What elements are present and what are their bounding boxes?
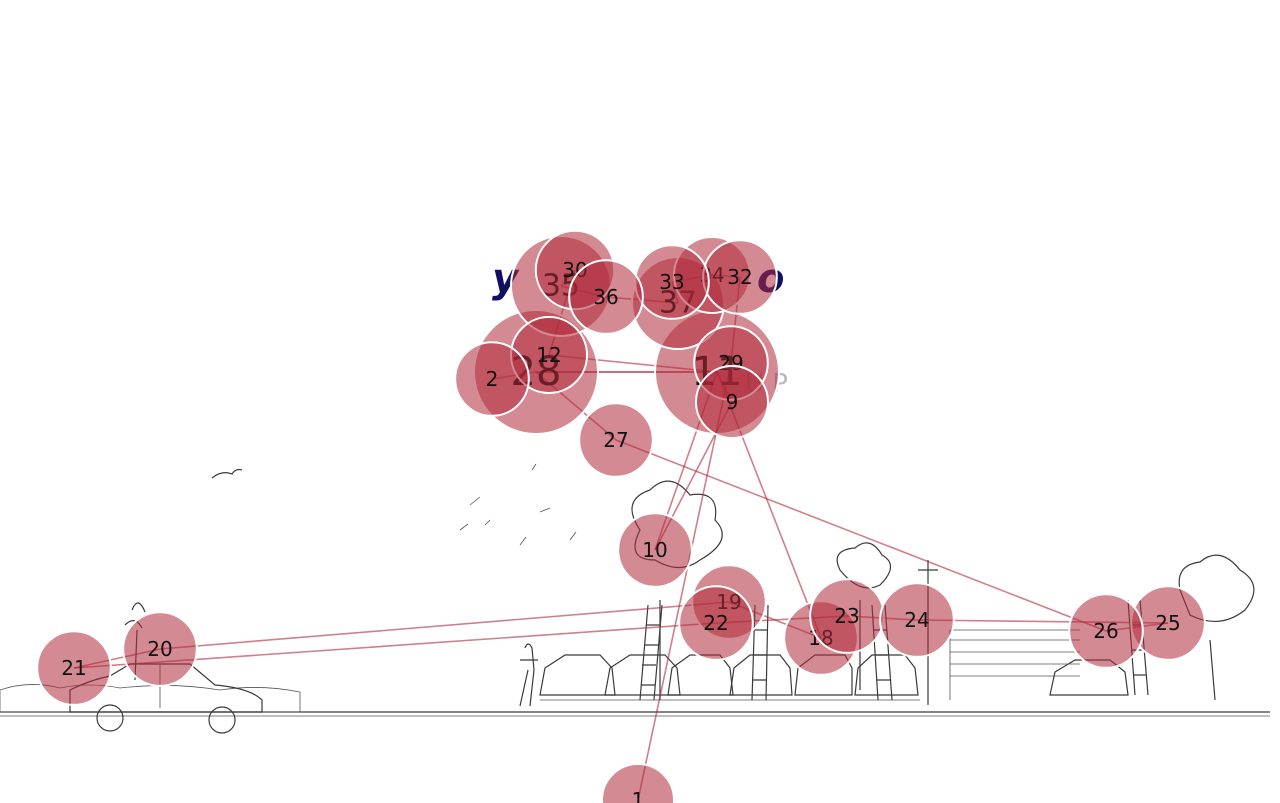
- fixation-label: 33: [659, 270, 684, 294]
- fixation-33: 33: [634, 244, 710, 320]
- fixation-25: 25: [1130, 585, 1206, 661]
- fixation-label: 21: [61, 656, 86, 680]
- fixation-label: 12: [536, 343, 561, 367]
- fixation-label: 27: [603, 428, 628, 452]
- fixation-label: 26: [1093, 619, 1118, 643]
- fixation-circle: [695, 365, 769, 439]
- saccade-line: [637, 362, 732, 801]
- fixation-24: 24: [879, 582, 955, 658]
- fixation-label: 9: [726, 390, 739, 414]
- fixation-23: 23: [809, 578, 885, 654]
- saccade-line: [159, 601, 730, 650]
- fixation-22: 22: [678, 585, 754, 661]
- bus-shelter: [949, 629, 1080, 700]
- fixation-circle: [122, 611, 198, 687]
- fixation-circle: [36, 630, 112, 706]
- fixation-36: 36: [568, 259, 644, 335]
- tree-far-right: [1178, 554, 1255, 701]
- fixation-label: 32: [727, 265, 752, 289]
- fixation-10: 10: [617, 512, 693, 588]
- fixation-circle: [601, 763, 675, 803]
- fixation-circle: [617, 512, 693, 588]
- fixation-markers: 1128353730123421018192021222324252627293…: [36, 229, 1206, 803]
- background-sketch: [0, 463, 1270, 734]
- fixation-circle: [678, 585, 754, 661]
- fixation-label: 20: [147, 637, 172, 661]
- person: [519, 643, 538, 707]
- bird: [211, 468, 243, 479]
- fixation-2: 2: [454, 341, 530, 417]
- fixation-label: 22: [703, 611, 728, 635]
- fixation-32: 32: [702, 239, 778, 315]
- fixation-9: 9: [695, 365, 769, 439]
- fixation-label: 1: [632, 788, 645, 803]
- fixation-12: 12: [510, 316, 588, 394]
- fixation-circle: [578, 402, 654, 478]
- fixation-circle: [568, 259, 644, 335]
- fixation-27: 27: [578, 402, 654, 478]
- fixation-label: 36: [593, 285, 618, 309]
- fixation-label: 24: [904, 608, 929, 632]
- fixation-circle: [1068, 593, 1144, 669]
- fixation-label: 2: [486, 367, 499, 391]
- fixation-21: 21: [36, 630, 112, 706]
- fixation-circle: [879, 582, 955, 658]
- fixation-circle: [454, 341, 530, 417]
- fixation-1: 1: [601, 763, 675, 803]
- fixation-20: 20: [122, 611, 198, 687]
- fixation-label: 23: [834, 604, 859, 628]
- saccade-line: [615, 439, 1107, 632]
- leaves: [459, 463, 577, 546]
- fixation-label: 10: [642, 538, 667, 562]
- fixation-26: 26: [1068, 593, 1144, 669]
- fixation-label: 25: [1155, 611, 1180, 635]
